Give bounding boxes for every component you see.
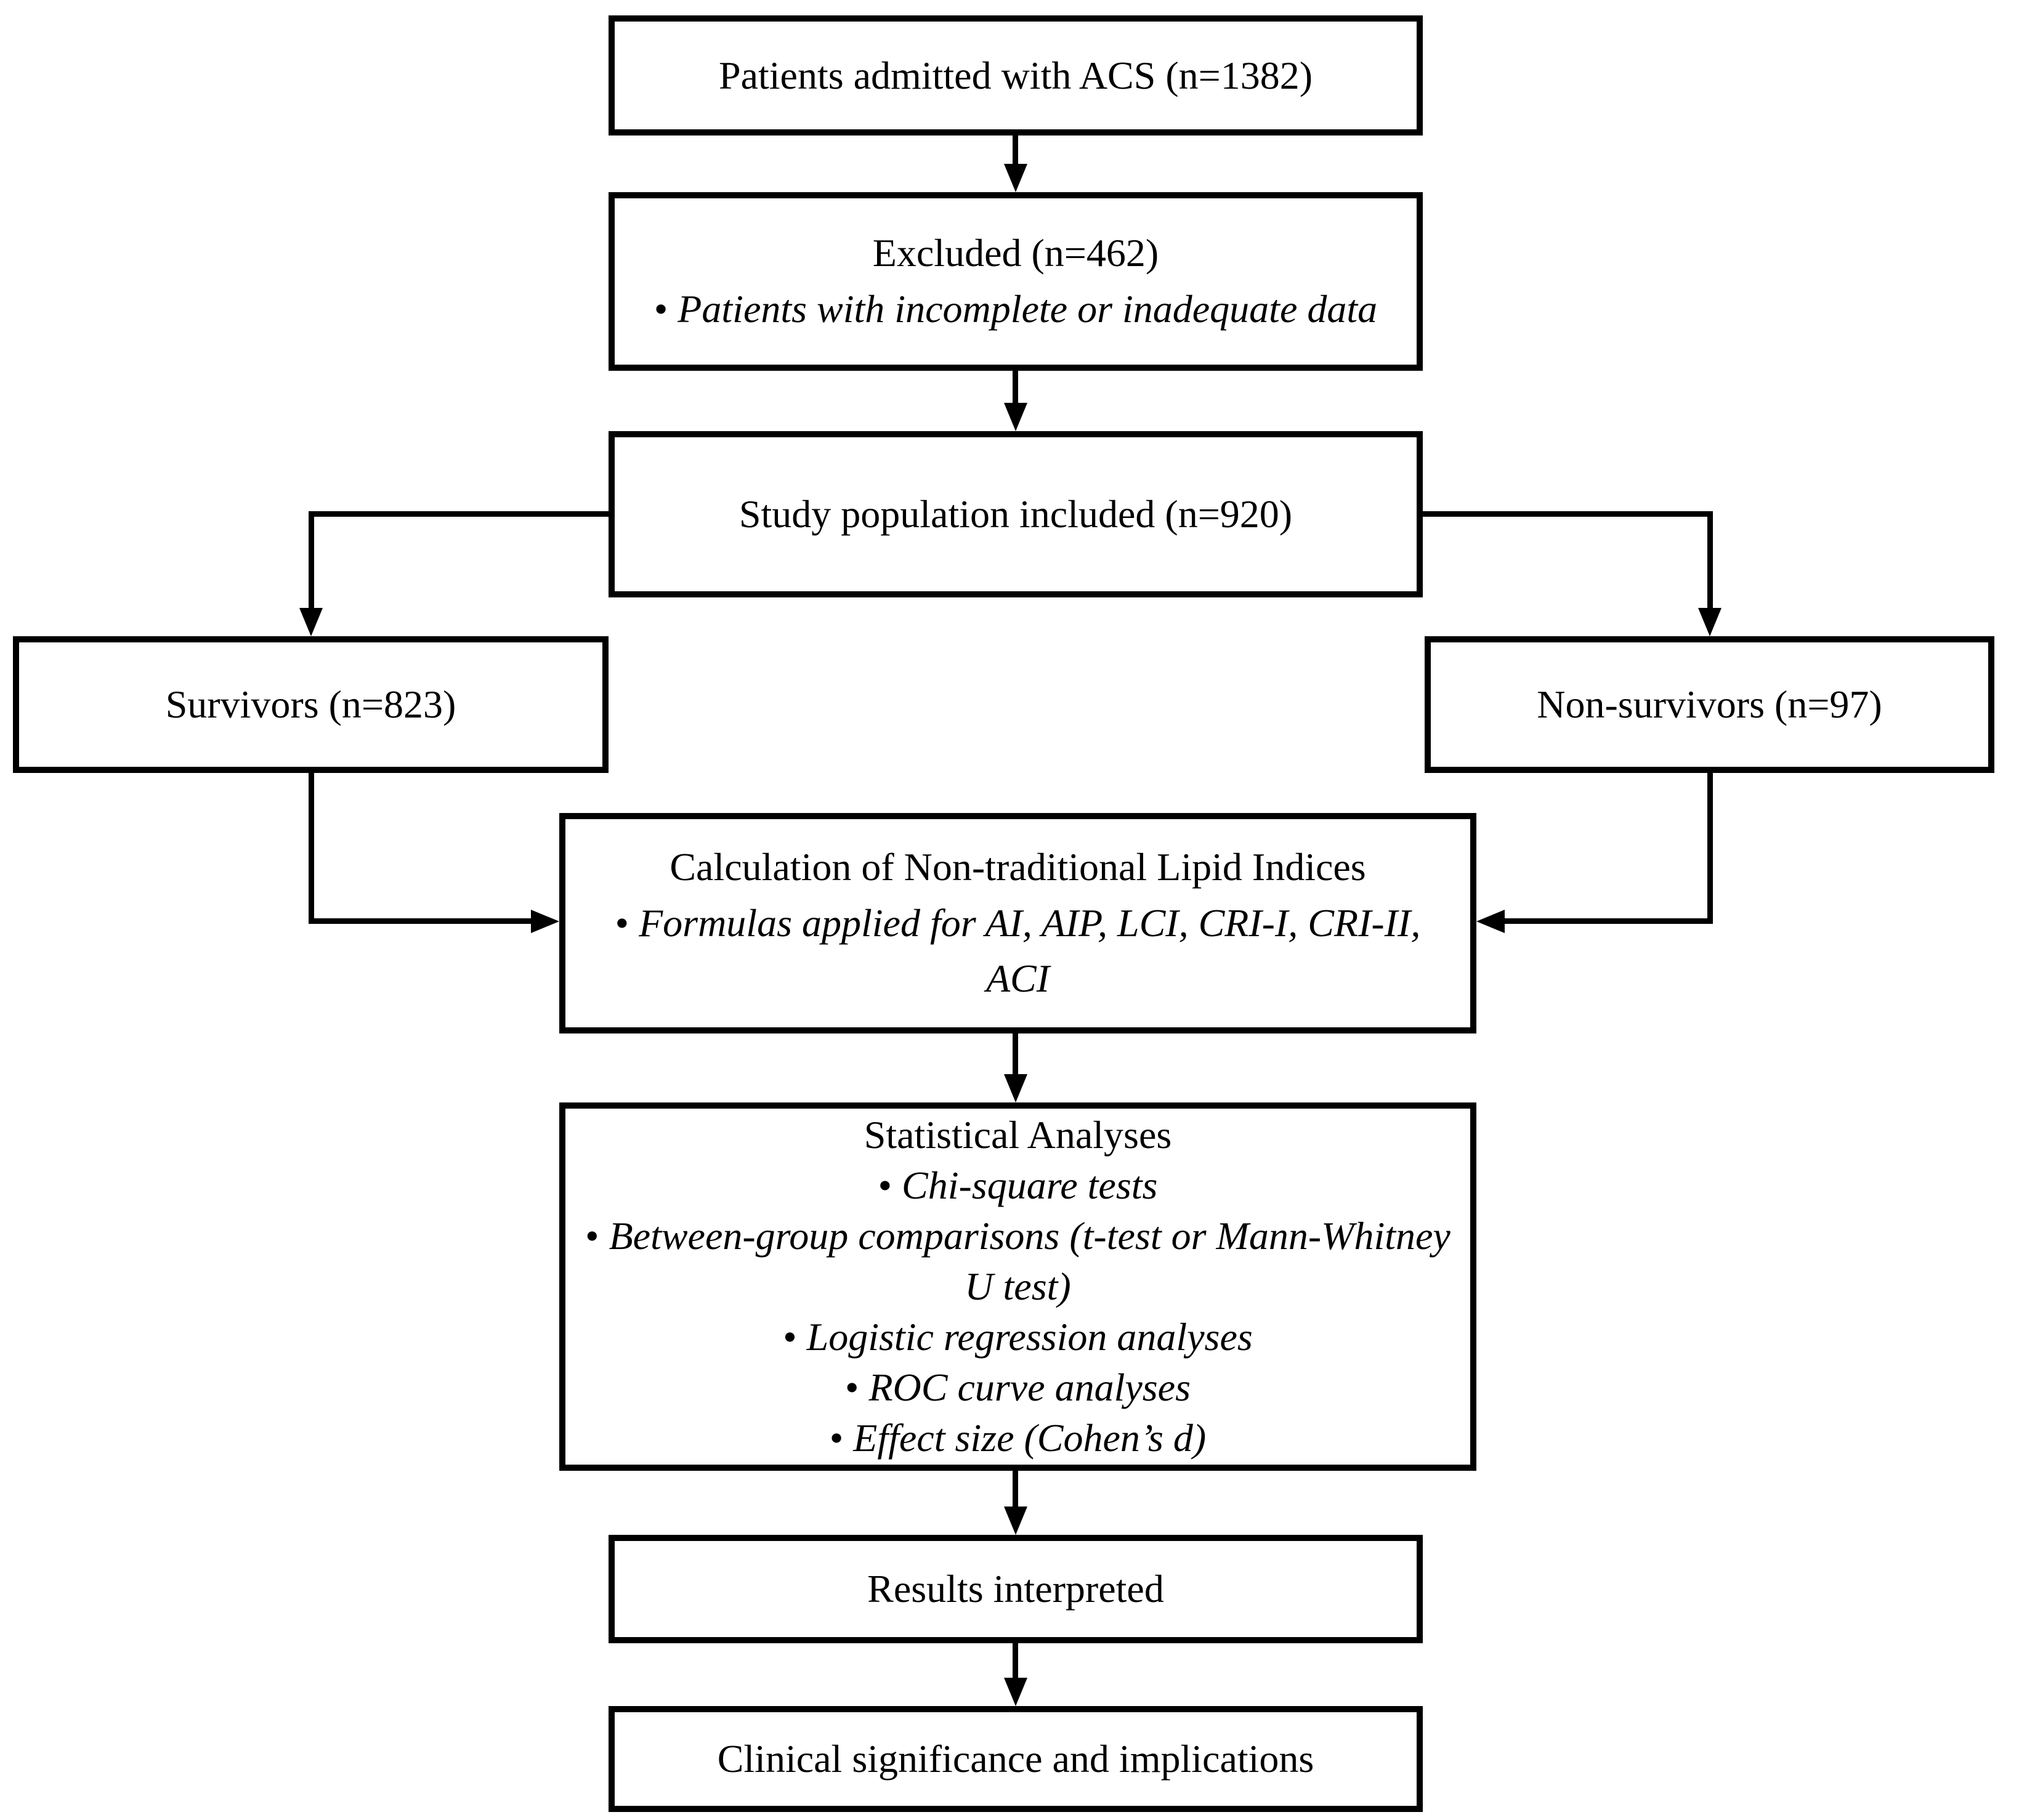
box-statistics-bullet-chi-square: •Chi-square tests [878,1160,1158,1211]
connector-excluded-to-population-line [1013,370,1018,405]
box-patients-admitted-label: Patients admitted with ACS (n=1382) [718,53,1313,97]
connector-results-to-clinical-line [1013,1643,1018,1680]
box-statistics-bullet-effect-size: •Effect size (Cohen’s d) [830,1413,1206,1463]
bullet-icon: • [783,1314,797,1359]
bullet-icon: • [653,287,668,331]
box-excluded-bullet-text: Patients with incomplete or inadequate d… [678,287,1378,331]
box-excluded-bullet: •Patients with incomplete or inadequate … [654,281,1377,338]
connector-statistics-to-results-arrowhead-icon [1004,1507,1027,1535]
bullet-icon: • [878,1163,892,1208]
connector-population-to-survivors-hline [309,511,610,517]
connector-survivors-to-lipid-vline [309,772,314,924]
connector-admitted-to-excluded-line [1013,134,1018,166]
box-non-survivors-label: Non-survivors (n=97) [1537,682,1882,727]
connector-nonsurvivors-to-lipid-hline [1503,918,1713,924]
box-excluded: Excluded (n=462) •Patients with incomple… [609,192,1423,371]
connector-population-to-survivors-vline [309,511,314,610]
box-lipid-indices: Calculation of Non-traditional Lipid Ind… [559,813,1476,1033]
connector-results-to-clinical-arrowhead-icon [1004,1678,1027,1706]
connector-nonsurvivors-to-lipid-vline [1707,772,1713,924]
box-results-interpreted-label: Results interpreted [867,1567,1164,1611]
box-statistics-bullet-logistic: •Logistic regression analyses [783,1312,1253,1362]
connector-lipid-to-statistics-line [1013,1033,1018,1077]
connector-population-to-nonsurvivors-hline [1420,511,1713,517]
connector-population-to-nonsurvivors-arrowhead-icon [1698,608,1722,636]
box-patients-admitted: Patients admitted with ACS (n=1382) [609,15,1423,135]
connector-survivors-to-lipid-hline [309,918,532,924]
box-statistics-bullet-roc-text: ROC curve analyses [868,1365,1191,1409]
box-statistics-bullet-between-group: •Between-group comparisons (t-test or Ma… [580,1211,1455,1312]
bullet-icon: • [829,1415,844,1460]
box-statistics-bullet-logistic-text: Logistic regression analyses [806,1314,1253,1359]
connector-excluded-to-population-arrowhead-icon [1004,403,1027,431]
bullet-icon: • [615,900,629,945]
connector-population-to-survivors-arrowhead-icon [299,608,323,636]
connector-admitted-to-excluded-arrowhead-icon [1004,164,1027,192]
box-clinical-significance: Clinical significance and implications [609,1706,1423,1812]
connector-population-to-nonsurvivors-vline [1707,511,1713,610]
box-results-interpreted: Results interpreted [609,1535,1423,1643]
box-lipid-indices-bullet: •Formulas applied for AI, AIP, LCI, CRI-… [580,896,1455,1008]
box-lipid-indices-label: Calculation of Non-traditional Lipid Ind… [670,844,1366,889]
connector-statistics-to-results-line [1013,1471,1018,1509]
box-clinical-significance-label: Clinical significance and implications [717,1737,1314,1781]
box-survivors: Survivors (n=823) [13,636,609,773]
box-survivors-label: Survivors (n=823) [165,682,456,727]
box-statistical-analyses-label: Statistical Analyses [864,1113,1172,1157]
box-statistics-bullet-roc: •ROC curve analyses [845,1362,1191,1413]
box-statistics-bullet-effect-size-text: Effect size (Cohen’s d) [853,1415,1207,1460]
box-statistics-bullet-between-group-text: Between-group comparisons (t-test or Man… [609,1214,1451,1309]
box-lipid-indices-bullet-text: Formulas applied for AI, AIP, LCI, CRI-I… [639,900,1421,1001]
bullet-icon: • [585,1214,599,1258]
box-excluded-label: Excluded (n=462) [872,231,1159,275]
connector-nonsurvivors-to-lipid-arrowhead-icon [1476,910,1505,933]
box-study-population-label: Study population included (n=920) [738,492,1293,536]
connector-lipid-to-statistics-arrowhead-icon [1004,1074,1027,1102]
box-study-population: Study population included (n=920) [609,431,1423,597]
box-statistical-analyses: Statistical Analyses •Chi-square tests •… [559,1102,1476,1471]
connector-survivors-to-lipid-arrowhead-icon [531,910,559,933]
box-statistics-bullet-chi-square-text: Chi-square tests [902,1163,1158,1208]
bullet-icon: • [845,1365,859,1409]
box-non-survivors: Non-survivors (n=97) [1425,636,1994,773]
